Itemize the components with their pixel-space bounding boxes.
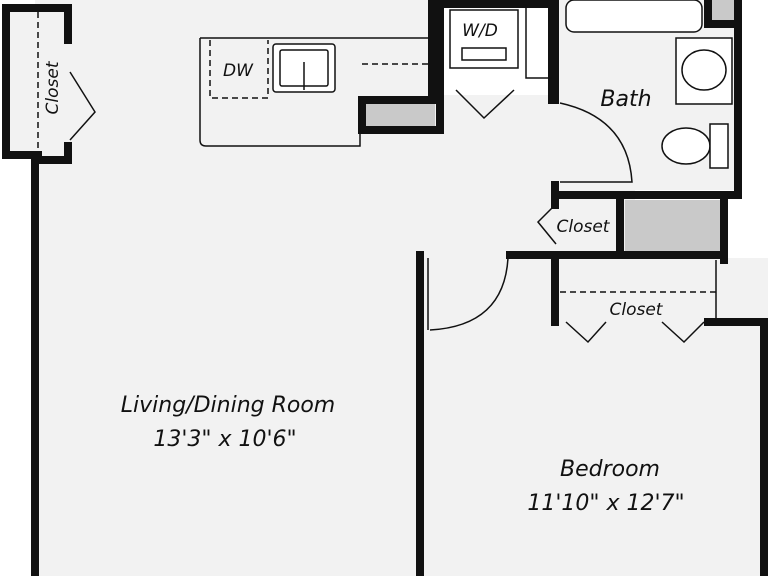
washer-dryer-door [461,47,507,61]
bedroom-closet-label: Closet [610,300,664,320]
bath-sink-basin [681,49,727,91]
wall-left-closet-stub [34,142,72,164]
bedroom-door-swing [429,257,509,331]
bath-name: Bath [600,87,651,112]
hall-closet-label: Closet [557,217,611,237]
bedroom-closet-door-left [565,321,607,344]
bedroom-closet-door-right [661,321,705,344]
floor-areas [8,0,768,576]
left-closet-label: Closet [43,60,63,114]
washer-dryer-label: W/D [462,21,498,41]
left-closet-floor [8,8,70,158]
wall-bedroom-right [704,318,768,576]
bathtub [565,0,703,33]
living-room-name: Living/Dining Room [121,393,335,418]
bath-door-swing [559,102,633,183]
laundry-door-left [455,89,515,120]
labels: Living/Dining Room 13'3" x 10'6" Bedroom… [43,21,685,516]
laundry-closet [525,4,552,79]
toilet-bowl [661,127,711,165]
wall-left-closet [2,4,72,159]
living-floor [35,0,435,576]
toilet-tank [709,123,729,169]
hall-closet-door [536,203,557,245]
left-closet-door [69,71,96,141]
hall-closet-shaded [625,200,720,252]
bedroom-dimensions: 11'10" x 12'7" [527,491,684,516]
dishwasher-outline [209,40,269,99]
kitchen-counter [199,37,430,147]
living-room-dimensions: 13'3" x 10'6" [153,427,296,452]
fixtures [272,0,733,169]
dishwasher-label: DW [223,61,254,81]
bath-corner-shaded [712,0,734,22]
wall-kitchen-partition [358,0,444,134]
wall-bath-top-right [704,0,742,28]
thin-lines [37,4,717,344]
hall-floor [435,95,635,260]
kitchen-shaded [365,104,435,126]
wall-bedroom-top [506,251,728,264]
bedroom-floor [425,258,768,576]
bedroom-name: Bedroom [560,457,660,482]
